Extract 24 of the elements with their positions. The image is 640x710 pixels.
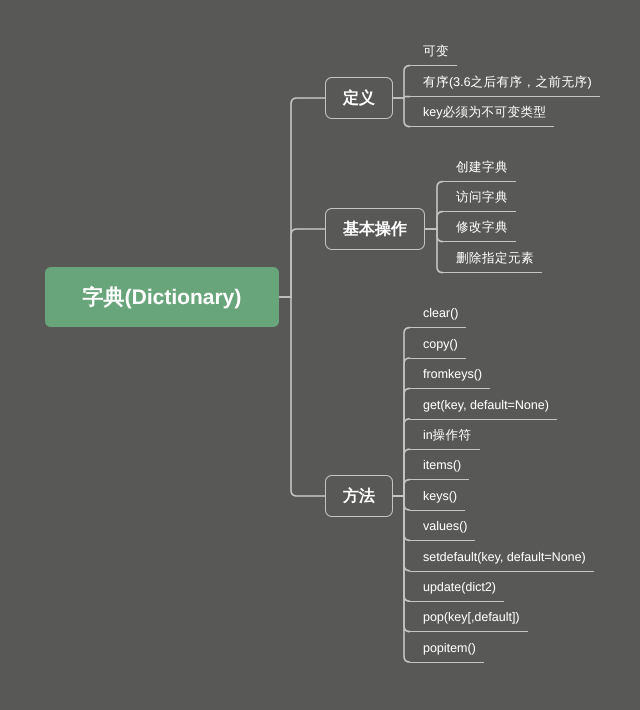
underlined-topic: setdefault(key, default=None) [410,546,594,572]
underlined-topic: get(key, default=None) [410,394,557,420]
underlined-topic: 访问字典 [443,187,516,212]
underlined-topic: fromkeys() [410,364,490,390]
underlined-topic: key必须为不可变类型 [410,102,554,128]
topic-box: 基本操作 [325,208,425,250]
underlined-topic: items() [410,455,470,480]
underlined-topic: copy() [410,334,466,359]
underlined-topic: values() [410,516,476,542]
underlined-topic: 可变 [410,41,457,66]
underlined-topic: clear() [410,303,466,328]
topic-box: 方法 [325,475,393,517]
underlined-topic: keys() [410,486,466,511]
connector-line [279,296,325,497]
root-topic-box: 字典(Dictionary) [45,267,279,327]
underlined-topic: 创建字典 [443,157,516,182]
topic-box: 定义 [325,77,393,119]
underlined-topic: in操作符 [410,425,480,450]
underlined-topic: popitem() [410,638,484,663]
underlined-topic: 删除指定元素 [443,248,542,274]
underlined-topic: 修改字典 [443,217,516,242]
underlined-topic: update(dict2) [410,577,504,602]
underlined-topic: pop(key[,default]) [410,607,528,632]
underlined-topic: 有序(3.6之后有序，之前无序) [410,72,600,98]
